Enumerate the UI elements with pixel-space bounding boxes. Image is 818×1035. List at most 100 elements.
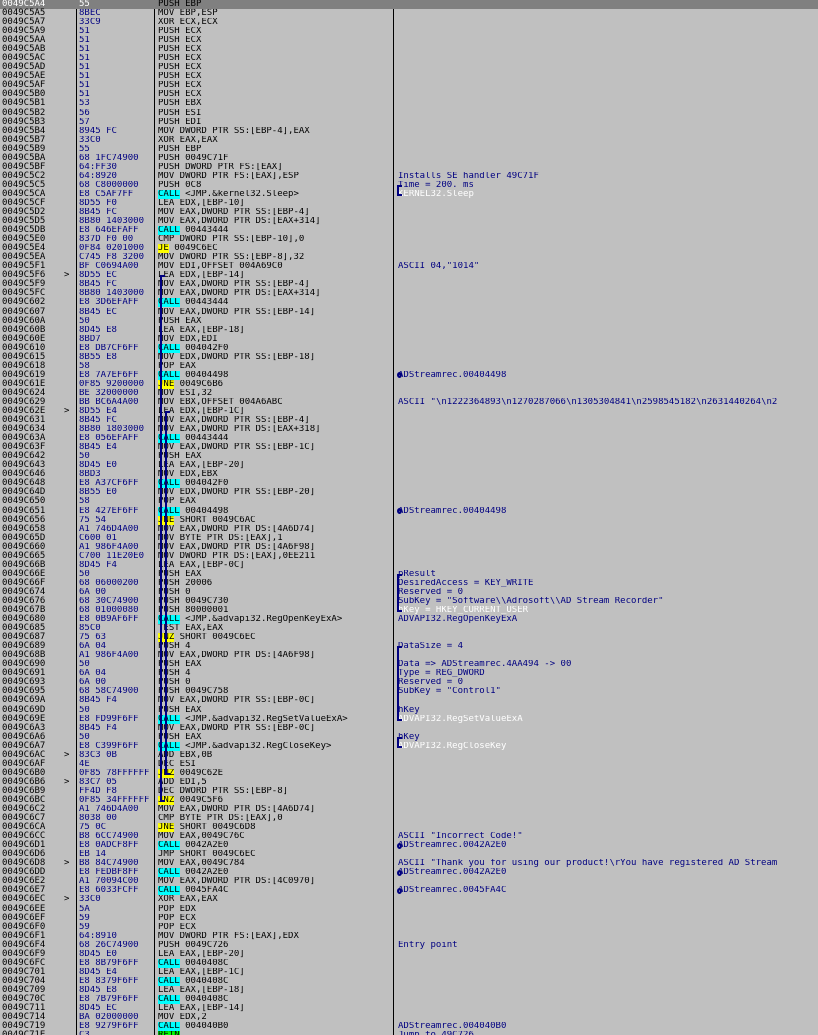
code-row[interactable]: 0049C71EC3RETNJump to 49C726 (0, 1031, 818, 1035)
code-row[interactable]: 0049C6468BD3MOV EDX,EBX (0, 470, 818, 479)
code-row[interactable]: 0049C6AC>83C3 0BADD EBX,0B (0, 750, 818, 760)
code-row[interactable]: 0049C65058POP EAX (0, 497, 818, 506)
